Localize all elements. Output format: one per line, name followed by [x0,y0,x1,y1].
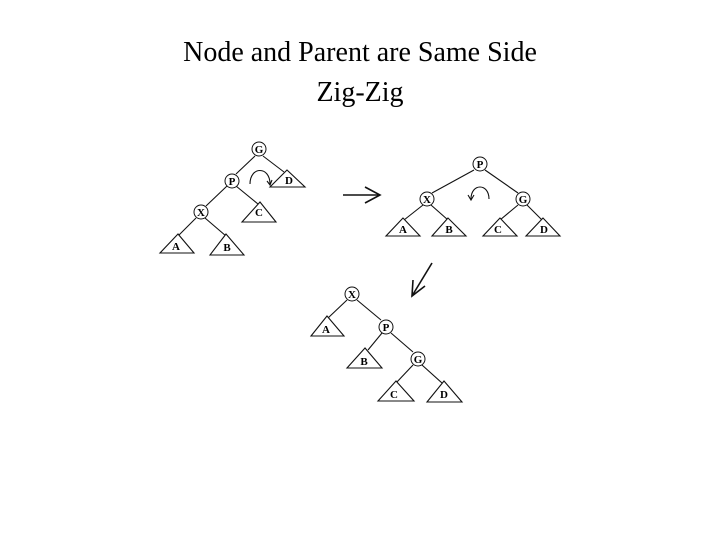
subtree-c-triangle [240,201,278,223]
subtree-a-label: A [399,224,407,236]
subtree-b-triangle [430,217,468,237]
subtree-d-label: D [440,389,448,401]
subtree-c-triangle [376,380,416,402]
subtree-b-label: B [360,356,368,368]
subtree-a-triangle [309,315,346,337]
subtree-a-triangle [384,217,422,237]
node-x-circle [419,191,435,207]
subtree-d-label: D [285,175,293,187]
node-g-label: G [519,194,528,206]
subtree-a-label: A [172,241,180,253]
node-x-label: X [197,207,205,219]
subtree-d-triangle [524,217,562,237]
node-g-circle [410,351,426,367]
node-p-label: P [383,322,390,334]
subtree-d-label: D [540,224,548,236]
node-p-circle [224,173,240,189]
subtree-b-triangle [208,233,246,256]
subtree-b-label: B [445,224,453,236]
rotation-arc-icon [470,186,490,200]
slide-title: Node and Parent are Same Side [183,37,537,68]
slide-subtitle: Zig-Zig [316,77,404,108]
node-x-label: X [423,194,431,206]
node-p-label: P [229,176,236,188]
node-p-label: P [477,159,484,171]
tree-middle: P X G A B C D [384,156,562,237]
subtree-c-label: C [390,389,398,401]
subtree-d-triangle [268,169,307,188]
subtree-b-triangle [345,347,384,369]
node-x-circle [193,204,209,220]
node-x-label: X [348,289,356,301]
node-p-circle [472,156,488,172]
subtree-a-triangle [158,233,196,254]
node-g-label: G [255,144,264,156]
node-p-circle [378,319,394,335]
subtree-c-label: C [494,224,502,236]
subtree-b-label: B [223,242,231,254]
tree-before: G P X D C A B [158,141,307,256]
down-left-arrow-icon [411,262,433,298]
node-g-label: G [414,354,423,366]
subtree-c-label: C [255,207,263,219]
subtree-c-triangle [481,217,519,237]
subtree-d-triangle [425,380,464,403]
node-g-circle [251,141,267,157]
node-x-circle [344,286,360,302]
right-arrow-icon [343,186,382,204]
subtree-a-label: A [322,324,330,336]
node-g-circle [515,191,531,207]
tree-after: X P G A B C D [309,286,464,403]
rotation-arc-icon [249,169,271,185]
